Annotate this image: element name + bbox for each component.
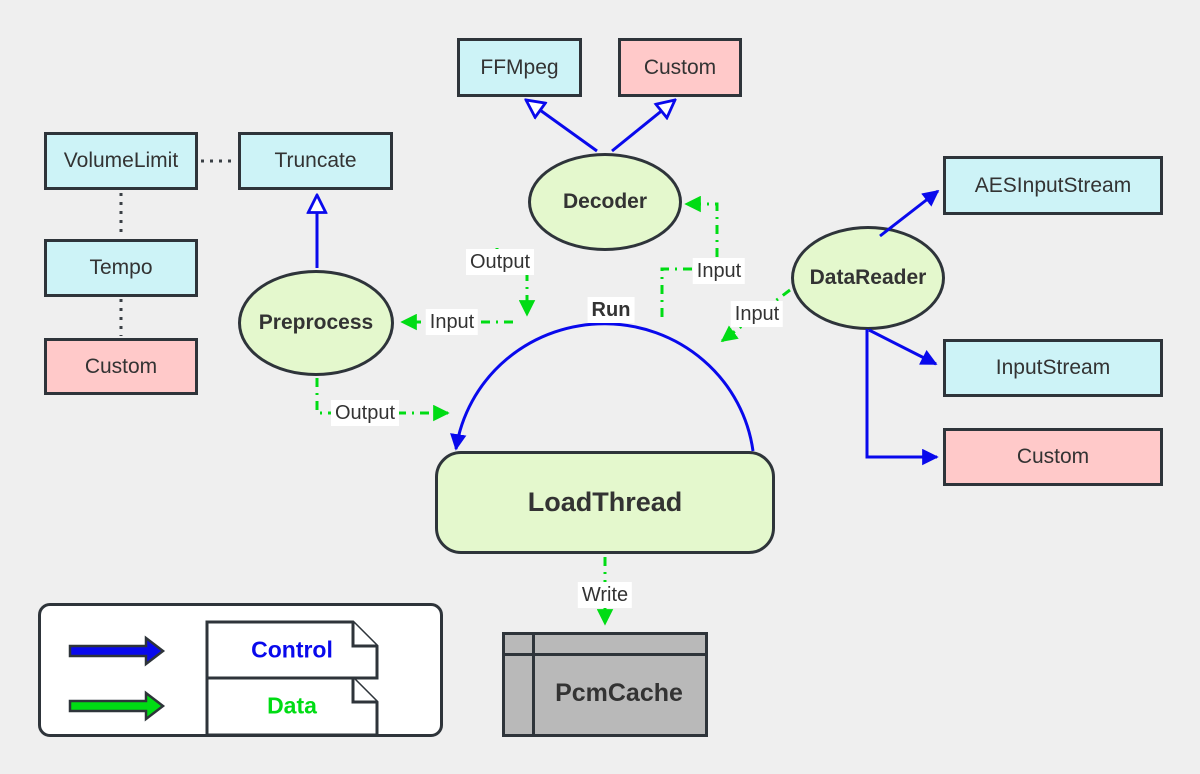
- edge-decoder-ffmpeg: [526, 100, 598, 153]
- node-pcm-cache-label: PcmCache: [555, 679, 683, 707]
- legend-control-label: Control: [251, 636, 333, 663]
- node-tempo-label: Tempo: [89, 256, 153, 279]
- legend-graphics: [68, 620, 379, 734]
- node-decoder: Decoder: [528, 153, 682, 251]
- node-input-stream: InputStream: [943, 339, 1163, 397]
- edge-label-preprocess-input: Input: [425, 309, 479, 335]
- node-truncate: Truncate: [238, 132, 393, 190]
- node-custom-top: Custom: [618, 38, 742, 97]
- legend-control-note-fold-icon: [351, 622, 377, 648]
- node-load-thread-label: LoadThread: [527, 487, 683, 517]
- edge-datareader-custom: [865, 329, 939, 466]
- edge-decoder-custom: [611, 100, 675, 153]
- legend-control-note-shape: [205, 620, 379, 680]
- node-tempo: Tempo: [44, 239, 198, 297]
- node-volume-limit: VolumeLimit: [44, 132, 198, 190]
- node-custom-left-label: Custom: [84, 354, 158, 378]
- edge-label-decoder-input: Input: [692, 258, 746, 284]
- node-load-thread: LoadThread: [435, 451, 775, 554]
- edge-label-preprocess-output: Output: [330, 400, 400, 426]
- node-ffmpeg: FFMpeg: [457, 38, 582, 97]
- legend-data-arrow-icon: [68, 690, 166, 722]
- legend-data-note-shape: [205, 676, 379, 734]
- node-decoder-label: Decoder: [562, 190, 648, 213]
- legend-box: Control Data: [38, 603, 443, 737]
- node-aes-input-stream-label: AESInputStream: [974, 173, 1132, 197]
- node-data-reader: DataReader: [791, 226, 945, 330]
- edge-loadthread-run-loop: [450, 322, 755, 452]
- edge-label-write: Write: [577, 582, 633, 608]
- node-preprocess: Preprocess: [238, 270, 394, 376]
- pcm-cache-left-divider: [532, 635, 535, 734]
- node-input-stream-label: InputStream: [995, 356, 1111, 379]
- node-truncate-label: Truncate: [274, 149, 357, 172]
- edge-label-decoder-output: Output: [465, 249, 535, 275]
- node-data-reader-label: DataReader: [809, 266, 927, 289]
- node-aes-input-stream: AESInputStream: [943, 156, 1163, 215]
- edge-label-datareader-input: Input: [730, 301, 784, 327]
- node-volume-limit-label: VolumeLimit: [63, 149, 179, 172]
- node-ffmpeg-label: FFMpeg: [480, 55, 559, 79]
- pcm-cache-top-divider: [505, 653, 705, 656]
- edge-label-run: Run: [587, 297, 635, 323]
- node-custom-right-label: Custom: [1016, 445, 1090, 468]
- legend-data-note-fold-icon: [351, 678, 377, 704]
- node-custom-right: Custom: [943, 428, 1163, 486]
- node-pcm-cache: PcmCache: [502, 632, 708, 737]
- node-custom-left: Custom: [44, 338, 198, 395]
- legend-control-arrow-icon: [68, 635, 166, 667]
- node-preprocess-label: Preprocess: [258, 311, 374, 334]
- legend-data-label: Data: [267, 692, 317, 719]
- node-custom-top-label: Custom: [643, 55, 717, 79]
- edge-datareader-inputstream: [868, 328, 938, 366]
